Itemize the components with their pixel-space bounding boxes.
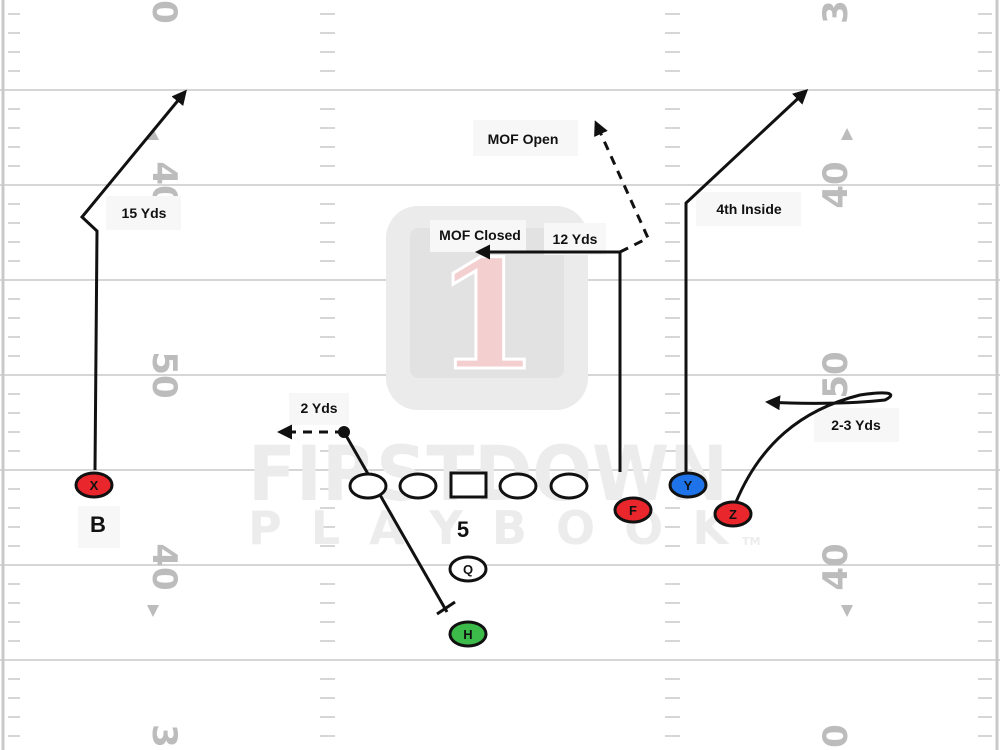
f-route-mof-open (594, 120, 650, 254)
offensive-line (348, 471, 589, 500)
personnel-label: 5 (457, 517, 469, 542)
z-route-label: 2-3 Yds (831, 417, 881, 433)
label-bg (696, 192, 801, 226)
right-guard (498, 472, 538, 500)
player-q-label: Q (463, 562, 473, 577)
player-x-label: X (90, 478, 99, 493)
label-bg (473, 120, 578, 156)
player-q[interactable]: Q (448, 555, 488, 583)
h-route-label: 2 Yds (300, 400, 337, 416)
routes (79, 88, 893, 616)
yard-number: 50 (816, 351, 856, 398)
player-f-label: F (629, 503, 637, 518)
player-x[interactable]: X (74, 471, 114, 499)
yard-number: 0 (816, 724, 856, 748)
watermark-logo-numeral: 1 (435, 228, 539, 404)
label-bg (544, 223, 606, 255)
mof-open-label: MOF Open (488, 131, 559, 147)
yard-arrow-icon (841, 605, 853, 617)
formation-side-label: B (90, 512, 106, 537)
right-tackle (549, 472, 589, 500)
label-bg (289, 393, 349, 425)
yard-number: 40 (816, 161, 856, 208)
left-tackle (348, 472, 388, 500)
y-route-label: 4th Inside (716, 201, 782, 217)
yard-number: 50 (144, 351, 184, 398)
mof-closed-label: MOF Closed (439, 227, 521, 243)
player-z-label: Z (729, 507, 737, 522)
player-y-label: Y (684, 478, 693, 493)
watermark-logo-inner (410, 228, 564, 378)
h-route-stop (436, 600, 456, 616)
yard-number: 40 (816, 543, 856, 590)
yard-arrow-icon (147, 128, 159, 140)
player-y[interactable]: Y (668, 471, 708, 499)
label-bg (106, 196, 181, 230)
player-h[interactable]: H (448, 620, 488, 648)
yard-number: 0 (144, 0, 184, 24)
x-route-label: 15 Yds (122, 205, 167, 221)
center (449, 471, 488, 499)
h-route-pivot-dot (338, 426, 350, 438)
f-route-label: 12 Yds (553, 231, 598, 247)
h-route (342, 431, 449, 613)
z-route (734, 391, 893, 503)
player-f[interactable]: F (613, 496, 653, 524)
yard-number: 3 (144, 724, 184, 748)
player-z[interactable]: Z (713, 500, 753, 528)
player-h-label: H (463, 627, 472, 642)
label-bg (78, 506, 120, 548)
label-bg (814, 408, 899, 442)
watermark-tm: TM (742, 535, 760, 548)
yard-arrow-icon (147, 605, 159, 617)
left-guard (398, 472, 438, 500)
x-route (79, 89, 187, 471)
yard-number: 3 (816, 0, 856, 24)
y-route (684, 88, 809, 472)
yard-arrow-icon (841, 128, 853, 140)
yard-number: 40 (144, 543, 184, 590)
